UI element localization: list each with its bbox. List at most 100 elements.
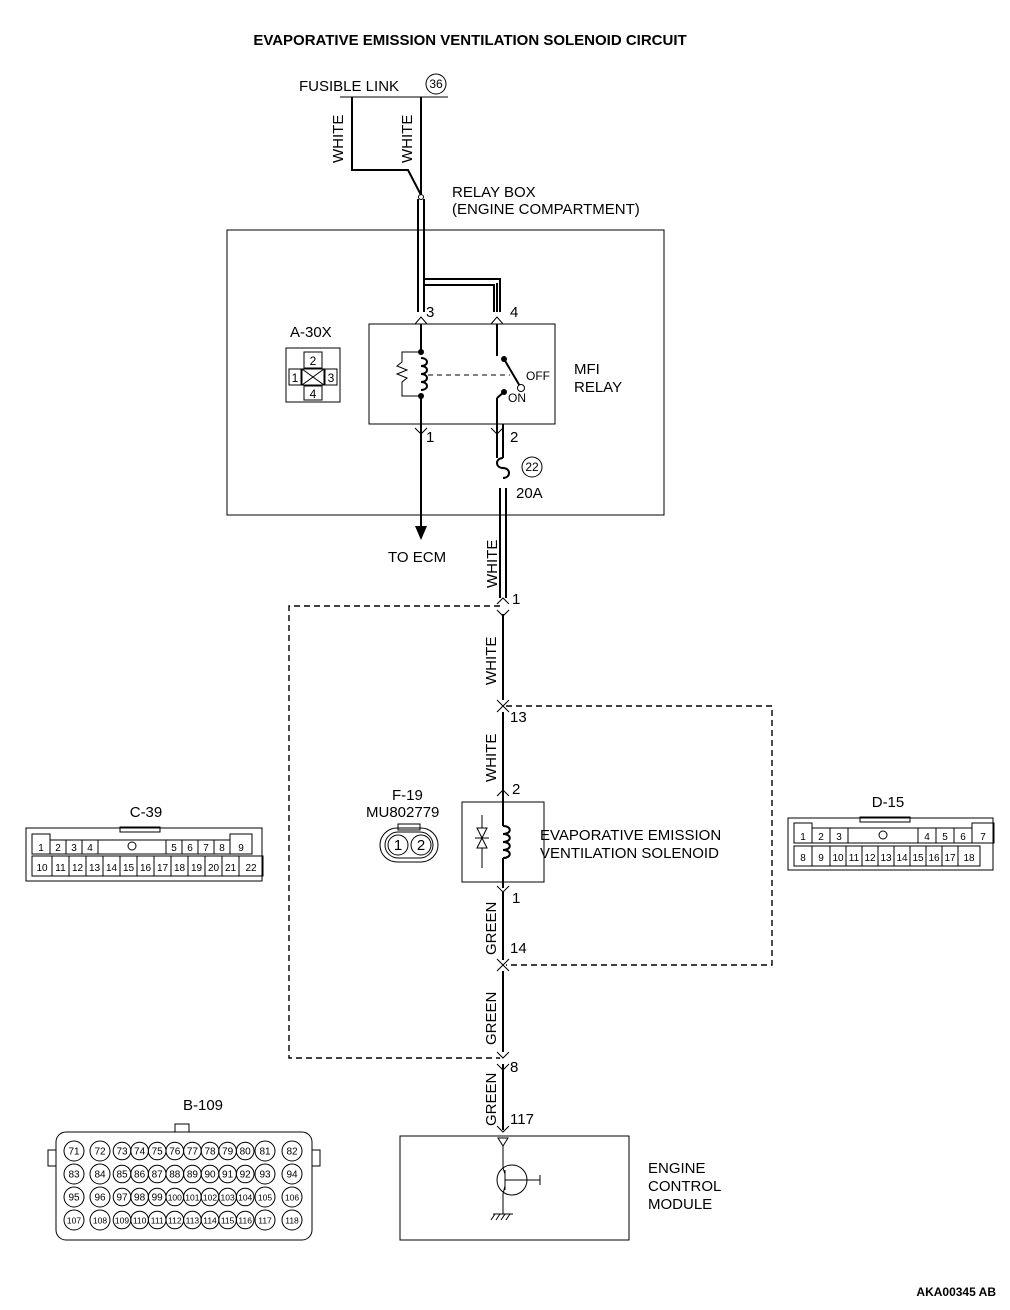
harness-dashed-outline-right (506, 705, 773, 966)
wire-color-green-1: GREEN (483, 902, 500, 955)
c39-pin: 13 (89, 863, 101, 874)
wire-to-ecm: TO ECM (388, 424, 446, 566)
b109-pin: 82 (286, 1147, 298, 1158)
fuse-22: 22 20A (496, 424, 543, 502)
b109-pin: 116 (238, 1216, 252, 1226)
c39-pin: 2 (55, 843, 61, 854)
b109-pin: 97 (116, 1193, 128, 1204)
b109-pin: 72 (94, 1147, 106, 1158)
b109-pin: 105 (258, 1193, 272, 1203)
fusible-link: FUSIBLE LINK 36 (299, 73, 448, 98)
fusible-link-label: FUSIBLE LINK (299, 78, 399, 95)
ecm-label-line2: CONTROL (648, 1178, 721, 1195)
b109-pin: 71 (68, 1147, 80, 1158)
c39-pin: 3 (71, 843, 77, 854)
c39-pin: 12 (72, 863, 84, 874)
b109-pin: 87 (152, 1170, 164, 1181)
wire-main-white: WHITE (484, 488, 507, 598)
d15-pin: 5 (942, 832, 948, 843)
b109-pin: 98 (134, 1193, 146, 1204)
b109-pin: 86 (134, 1170, 146, 1181)
c39-pin: 14 (106, 863, 118, 874)
b109-pin: 78 (204, 1147, 216, 1158)
d15-pin: 7 (980, 832, 986, 843)
b109-pin: 115 (221, 1216, 235, 1226)
d15-pin: 11 (849, 853, 860, 864)
c39-pin: 10 (36, 863, 48, 874)
ecm-label-line3: MODULE (648, 1196, 712, 1213)
connector-c39-name: C-39 (130, 804, 163, 821)
d15-pin: 13 (880, 853, 892, 864)
solenoid-pin-1: 1 (512, 890, 520, 907)
c39-pin: 22 (245, 863, 257, 874)
joint-pin-13: 13 (496, 699, 527, 726)
b109-pin: 109 (115, 1216, 129, 1226)
ecm-pin-117: 117 (510, 1111, 534, 1128)
relay-label-line2: RELAY (574, 379, 622, 396)
b109-pin: 99 (152, 1193, 164, 1204)
d15-pin: 14 (896, 853, 908, 864)
fuse-icon (496, 457, 510, 479)
a30x-pin-1: 1 (292, 371, 299, 385)
d15-pin: 1 (800, 832, 806, 843)
b109-pin: 75 (152, 1147, 164, 1158)
d15-pin: 2 (818, 832, 824, 843)
b109-pin: 101 (185, 1193, 199, 1203)
f19-pin-2: 2 (417, 837, 425, 854)
joint-pin-14-label: 14 (510, 940, 527, 957)
wire-color-white-3: WHITE (483, 734, 500, 782)
fusible-link-number-circle (425, 73, 447, 95)
b109-pin: 112 (168, 1216, 182, 1226)
joint-pin-1-label: 1 (512, 591, 520, 608)
relay-on-label: ON (508, 391, 526, 405)
d15-pin: 10 (832, 853, 844, 864)
c39-pin: 4 (87, 843, 93, 854)
diagram-code: AKA00345 AB (916, 1285, 996, 1299)
b109-pin: 83 (68, 1170, 80, 1181)
fusible-link-number: 36 (429, 77, 443, 91)
connector-d15-name: D-15 (872, 794, 905, 811)
b109-pin: 111 (151, 1216, 164, 1226)
c39-pin: 21 (225, 863, 237, 874)
b109-pin: 93 (259, 1170, 271, 1181)
b109-pin: 92 (240, 1170, 252, 1181)
mfi-relay: 3 4 OFF ON MFI RELAY 1 2 (368, 304, 622, 446)
b109-pin: 88 (169, 1170, 181, 1181)
c39-pin: 7 (203, 843, 209, 854)
harness-dashed-outline-left (288, 605, 500, 1059)
d15-pin: 4 (924, 832, 930, 843)
relay-label-line1: MFI (574, 361, 600, 378)
fuse-number-circle (521, 456, 543, 478)
engine-control-module: 117 ENGINE CONTROL MODULE (399, 1111, 721, 1241)
wire-branch-pin4 (424, 278, 501, 312)
solenoid-label-line1: EVAPORATIVE EMISSION (540, 827, 721, 844)
b109-pin: 80 (240, 1147, 252, 1158)
relay-off-label: OFF (526, 369, 550, 383)
c39-pin: 18 (174, 863, 186, 874)
d15-pin: 15 (912, 853, 924, 864)
b109-pin: 85 (116, 1170, 128, 1181)
relay-pin-1: 1 (426, 429, 434, 446)
relay-box: RELAY BOX (ENGINE COMPARTMENT) (226, 184, 665, 516)
connector-f19: F-19 MU802779 1 2 (366, 787, 439, 863)
relay-box-label-line1: RELAY BOX (452, 184, 536, 201)
connector-a30x: A-30X 2 1 3 4 (285, 324, 341, 403)
c39-pin: 20 (208, 863, 220, 874)
joint-pin-8: 8 (496, 1051, 518, 1076)
b109-pin: 84 (94, 1170, 106, 1181)
b109-pin: 77 (187, 1147, 199, 1158)
diagram-title: EVAPORATIVE EMISSION VENTILATION SOLENOI… (253, 32, 686, 49)
b109-pin: 79 (222, 1147, 234, 1158)
b109-pin: 96 (94, 1193, 106, 1204)
solenoid-pin-2: 2 (512, 781, 520, 798)
to-ecm-arrow-icon (415, 526, 427, 540)
b109-pin: 90 (204, 1170, 216, 1181)
solenoid-label-line2: VENTILATION SOLENOID (540, 845, 719, 862)
b109-pin: 118 (285, 1216, 299, 1226)
relay-pin-3: 3 (426, 304, 434, 321)
wire-green-3: GREEN (483, 1064, 504, 1130)
b109-pin: 100 (168, 1193, 182, 1203)
c39-pin: 6 (187, 843, 193, 854)
